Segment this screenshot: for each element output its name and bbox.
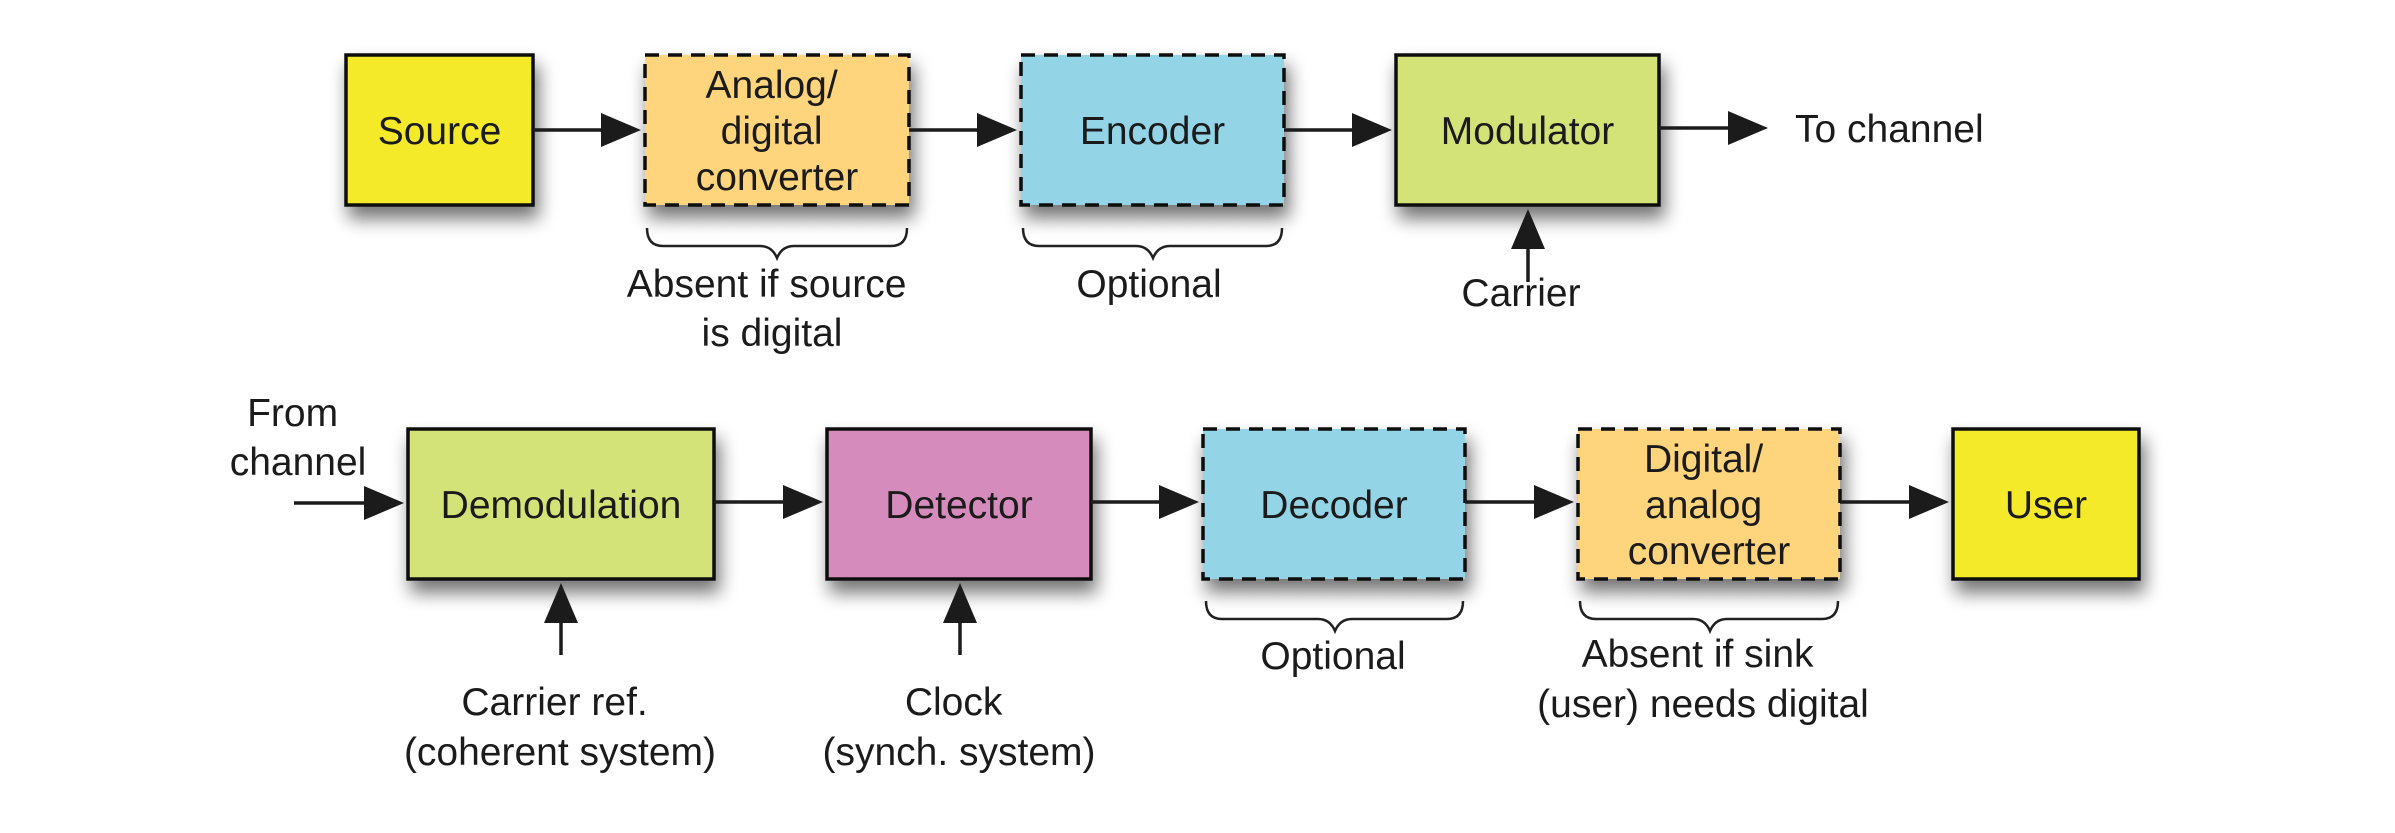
modulator-block: Modulator xyxy=(1394,53,1661,207)
adc-label-line-3: converter xyxy=(696,156,859,199)
arrow-decoder-to-dac xyxy=(1465,485,1574,519)
svg-text:Modulator: Modulator xyxy=(1441,110,1614,153)
digital-analog-converter-block: Digital/ analog converter xyxy=(1576,427,1842,581)
arrow-demodulation-to-detector xyxy=(714,485,823,519)
dac-absent-note: Absent if sink (user) needs digital xyxy=(1537,633,1869,726)
encoder-block: Encoder xyxy=(1019,53,1286,207)
arrow-detector-to-decoder xyxy=(1091,485,1199,519)
adc-label-line-2: digital xyxy=(721,110,823,153)
svg-text:Analog/ digital co: Analog/ digital converter xyxy=(696,64,859,199)
user-label: User xyxy=(2005,484,2087,527)
arrow-carrier-ref-to-demodulation xyxy=(544,583,578,655)
arrow-modulator-to-channel xyxy=(1659,111,1768,145)
modulator-label: Modulator xyxy=(1441,110,1614,153)
svg-text:Source: Source xyxy=(378,110,502,153)
adc-label-line-1: Analog/ xyxy=(705,64,837,107)
encoder-brace xyxy=(1021,227,1284,262)
decoder-block: Decoder xyxy=(1201,427,1467,581)
arrow-adc-to-encoder xyxy=(909,113,1017,147)
to-channel-label: To channel xyxy=(1795,108,1984,151)
carrier-label: Carrier xyxy=(1461,272,1580,315)
svg-text:Demodulation: Demodulation xyxy=(441,484,682,527)
detector-label: Detector xyxy=(885,484,1032,527)
carrier-ref-label: Carrier ref. (coherent system) xyxy=(404,681,716,774)
source-block: Source xyxy=(344,53,535,207)
encoder-optional-note: Optional xyxy=(1076,263,1221,306)
clock-label: Clock (synch. system) xyxy=(822,681,1095,774)
arrow-source-to-adc xyxy=(533,113,641,147)
dac-label-line-3: converter xyxy=(1628,530,1791,573)
detector-block: Detector xyxy=(825,427,1093,581)
arrow-dac-to-user xyxy=(1840,485,1949,519)
arrow-carrier-to-modulator xyxy=(1511,209,1545,282)
svg-text:Digital/ analog co: Digital/ analog converter xyxy=(1628,438,1791,573)
dac-brace xyxy=(1578,600,1840,635)
svg-text:Detector: Detector xyxy=(885,484,1032,527)
source-label: Source xyxy=(378,110,502,153)
demodulation-label: Demodulation xyxy=(441,484,682,527)
encoder-label: Encoder xyxy=(1080,110,1225,153)
svg-text:User: User xyxy=(2005,484,2087,527)
adc-brace xyxy=(645,227,909,262)
arrow-encoder-to-modulator xyxy=(1284,113,1392,147)
arrow-clock-to-detector xyxy=(943,583,977,655)
demodulation-block: Demodulation xyxy=(406,427,716,581)
from-channel-label: From channel xyxy=(230,392,367,484)
arrow-channel-to-demodulation xyxy=(294,486,404,520)
decoder-label: Decoder xyxy=(1260,484,1407,527)
dac-label-line-1: Digital/ xyxy=(1644,438,1763,481)
adc-absent-note: Absent if source is digital xyxy=(627,263,918,355)
svg-text:Encoder: Encoder xyxy=(1080,110,1225,153)
analog-digital-converter-block: Analog/ digital converter xyxy=(643,53,911,207)
decoder-brace xyxy=(1204,600,1465,635)
svg-text:Decoder: Decoder xyxy=(1260,484,1407,527)
decoder-optional-note: Optional xyxy=(1260,635,1405,678)
user-block: User xyxy=(1951,427,2141,581)
dac-label-line-2: analog xyxy=(1645,484,1762,527)
